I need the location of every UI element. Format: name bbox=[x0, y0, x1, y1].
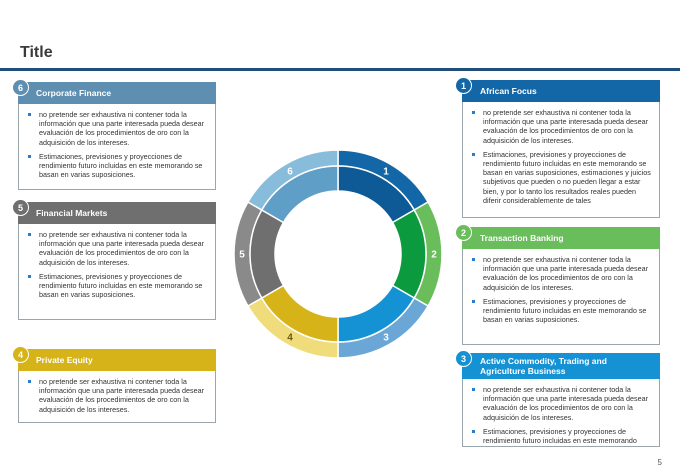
segment-number-3: 3 bbox=[383, 333, 389, 344]
panel-number-badge: 1 bbox=[455, 77, 472, 94]
arrow-head bbox=[304, 204, 318, 216]
panel-body: no pretende ser exhaustiva ni contener t… bbox=[18, 224, 216, 320]
inner-cycle-circle bbox=[284, 200, 392, 308]
page-title: Title bbox=[20, 44, 53, 61]
bullet-list: no pretende ser exhaustiva ni contener t… bbox=[471, 385, 651, 445]
segment-number-6: 6 bbox=[287, 166, 293, 177]
bullet-item: no pretende ser exhaustiva ni contener t… bbox=[27, 110, 207, 147]
panel-header: 2 Transaction Banking bbox=[455, 224, 660, 249]
panel-number-badge: 2 bbox=[455, 224, 472, 241]
panel-number-badge: 5 bbox=[12, 199, 29, 216]
bullet-list: no pretende ser exhaustiva ni contener t… bbox=[471, 108, 651, 205]
title-rule bbox=[0, 68, 680, 71]
panel-body: no pretende ser exhaustiva ni contener t… bbox=[462, 249, 660, 345]
segment-number-5: 5 bbox=[239, 250, 245, 261]
panel-title: Corporate Finance bbox=[36, 88, 112, 98]
panel-financial-markets: 5 Financial Markets no pretende ser exha… bbox=[12, 199, 216, 320]
panel-number-badge: 3 bbox=[455, 350, 472, 367]
panel-body: no pretende ser exhaustiva ni contener t… bbox=[18, 371, 216, 423]
panel-title: Private Equity bbox=[36, 355, 93, 365]
panel-african-focus: 1 African Focus no pretende ser exhausti… bbox=[455, 77, 660, 218]
page-number: 5 bbox=[657, 458, 662, 467]
panel-title: Transaction Banking bbox=[480, 233, 564, 243]
arrow-head bbox=[385, 249, 397, 261]
ring-segment-inner-5 bbox=[249, 208, 285, 300]
panel-header: 1 African Focus bbox=[455, 77, 660, 102]
panel-header: 6 Corporate Finance bbox=[12, 79, 216, 104]
segment-number-4: 4 bbox=[287, 333, 293, 344]
bullet-list: no pretende ser exhaustiva ni contener t… bbox=[471, 255, 651, 324]
bullet-item: no pretende ser exhaustiva ni contener t… bbox=[471, 385, 651, 422]
panel-header: 3 Active Commodity, Trading and Agricult… bbox=[455, 350, 660, 379]
panel-title: Active Commodity, Trading and Agricultur… bbox=[480, 356, 607, 376]
bullet-list: no pretende ser exhaustiva ni contener t… bbox=[27, 377, 207, 414]
panel-title: African Focus bbox=[480, 86, 537, 96]
bullet-item: no pretende ser exhaustiva ni contener t… bbox=[471, 255, 651, 292]
bullet-list: no pretende ser exhaustiva ni contener t… bbox=[27, 110, 207, 179]
bullet-item: Estimaciones, previsiones y proyecciones… bbox=[471, 297, 651, 325]
panel-header: 4 Private Equity bbox=[12, 346, 216, 371]
panel-private-equity: 4 Private Equity no pretende ser exhaust… bbox=[12, 346, 216, 423]
cycle-arrow-icon bbox=[304, 204, 318, 216]
arrow-head bbox=[305, 296, 319, 308]
bullet-item: Estimaciones, previsiones y proyecciones… bbox=[27, 272, 207, 300]
panel-body: no pretende ser exhaustiva ni contener t… bbox=[462, 379, 660, 447]
cycle-ring-diagram: 1 2 3 4 5 6 bbox=[233, 149, 443, 359]
panel-body: no pretende ser exhaustiva ni contener t… bbox=[18, 104, 216, 190]
panel-number-badge: 4 bbox=[12, 346, 29, 363]
bullet-item: no pretende ser exhaustiva ni contener t… bbox=[471, 108, 651, 145]
ring-segment-inner-2 bbox=[391, 208, 427, 300]
cycle-arrow-icon bbox=[305, 296, 319, 308]
panel-header: 5 Financial Markets bbox=[12, 199, 216, 224]
bullet-item: no pretende ser exhaustiva ni contener t… bbox=[27, 377, 207, 414]
bullet-item: Estimaciones, previsiones y proyecciones… bbox=[471, 150, 651, 205]
panel-number-badge: 6 bbox=[12, 79, 29, 96]
segment-number-1: 1 bbox=[383, 166, 389, 177]
bullet-item: no pretende ser exhaustiva ni contener t… bbox=[27, 230, 207, 267]
panel-corporate-finance: 6 Corporate Finance no pretende ser exha… bbox=[12, 79, 216, 190]
panel-body: no pretende ser exhaustiva ni contener t… bbox=[462, 102, 660, 218]
segment-number-2: 2 bbox=[431, 250, 437, 261]
ring-segment-inner-6 bbox=[260, 165, 339, 224]
bullet-list: no pretende ser exhaustiva ni contener t… bbox=[27, 230, 207, 299]
panel-transaction-banking: 2 Transaction Banking no pretende ser ex… bbox=[455, 224, 660, 345]
bullet-item: Estimaciones, previsiones y proyecciones… bbox=[471, 427, 651, 445]
panel-title: Financial Markets bbox=[36, 208, 108, 218]
cycle-arrow-icon bbox=[385, 249, 397, 261]
bullet-item: Estimaciones, previsiones y proyecciones… bbox=[27, 152, 207, 180]
panel-active-commodity: 3 Active Commodity, Trading and Agricult… bbox=[455, 350, 660, 447]
